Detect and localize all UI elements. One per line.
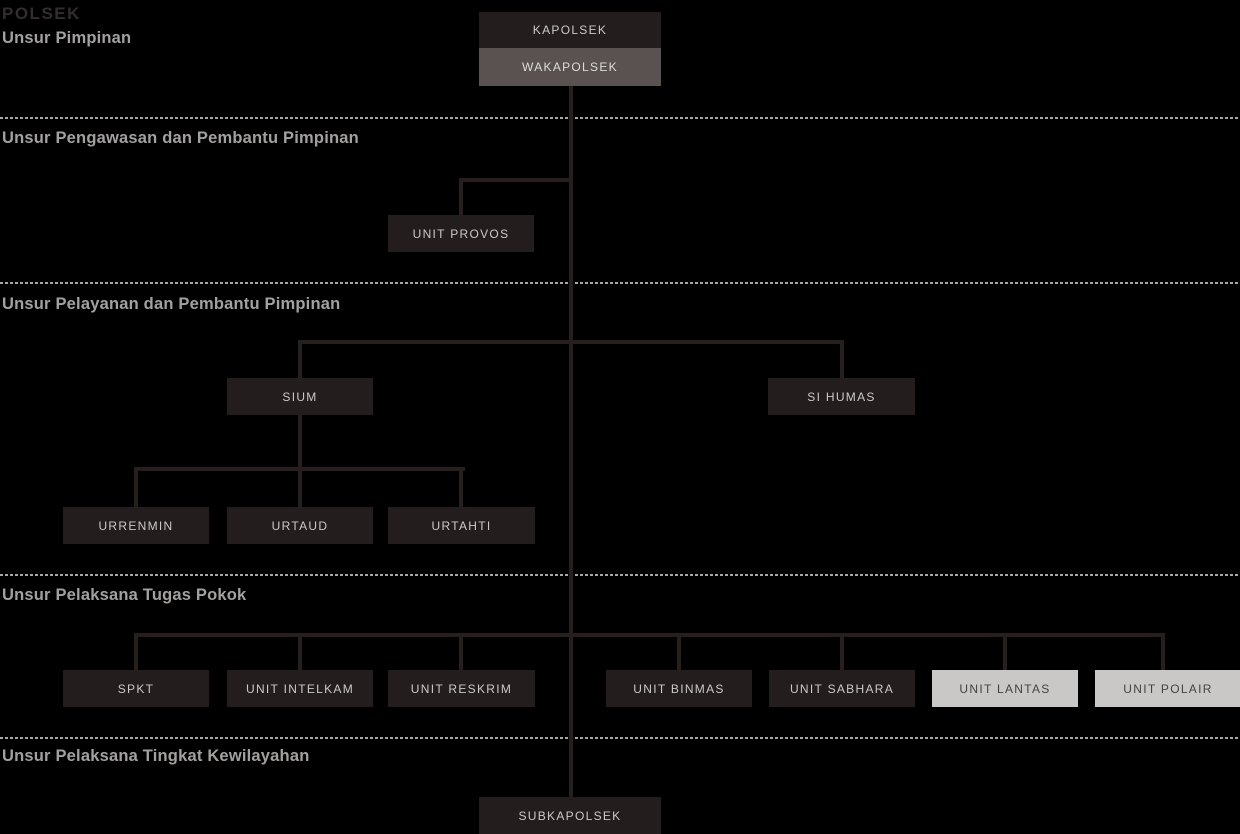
connector-sium-drop <box>298 340 302 378</box>
org-node-urtahti[interactable]: URTAHTI <box>388 507 535 544</box>
connector-intelkam-drop <box>298 633 302 670</box>
connector-lantas-drop <box>1003 633 1007 670</box>
org-node-unit-provos[interactable]: UNIT PROVOS <box>388 215 534 252</box>
section-divider <box>0 117 1240 119</box>
connector-sium-down <box>298 415 302 471</box>
connector-main-vertical <box>569 85 573 797</box>
org-node-unit-polair[interactable]: UNIT POLAIR <box>1095 670 1240 707</box>
org-node-unit-reskrim[interactable]: UNIT RESKRIM <box>388 670 535 707</box>
connector-services-horizontal <box>298 340 844 344</box>
section-heading-pengawasan: Unsur Pengawasan dan Pembantu Pimpinan <box>2 129 359 147</box>
connector-binmas-drop <box>677 633 681 670</box>
section-heading-tingkat-kewilayahan: Unsur Pelaksana Tingkat Kewilayahan <box>2 747 310 765</box>
page-title: POLSEK <box>2 4 81 23</box>
section-divider <box>0 282 1240 284</box>
org-node-urtaud[interactable]: URTAUD <box>227 507 373 544</box>
org-node-unit-sabhara[interactable]: UNIT SABHARA <box>769 670 915 707</box>
org-node-urrenmin[interactable]: URRENMIN <box>63 507 209 544</box>
section-heading-pimpinan: Unsur Pimpinan <box>2 29 132 47</box>
section-divider <box>0 574 1240 576</box>
section-heading-pelaksana-tugas: Unsur Pelaksana Tugas Pokok <box>2 586 247 604</box>
connector-sabhara-drop <box>840 633 844 670</box>
org-node-unit-binmas[interactable]: UNIT BINMAS <box>606 670 752 707</box>
connector-urrenmin-drop <box>134 467 138 507</box>
connector-urtahti-drop <box>459 467 463 507</box>
org-node-unit-intelkam[interactable]: UNIT INTELKAM <box>227 670 373 707</box>
org-node-subkapolsek[interactable]: SUBKAPOLSEK <box>479 797 661 834</box>
org-node-si-humas[interactable]: SI HUMAS <box>768 378 915 415</box>
org-node-unit-lantas[interactable]: UNIT LANTAS <box>932 670 1078 707</box>
org-node-spkt[interactable]: SPKT <box>63 670 209 707</box>
connector-urtaud-drop <box>298 467 302 507</box>
section-heading-pelayanan: Unsur Pelayanan dan Pembantu Pimpinan <box>2 295 341 313</box>
connector-provos-drop <box>459 178 463 215</box>
org-node-kapolsek[interactable]: KAPOLSEK <box>479 12 661 48</box>
connector-reskrim-drop <box>459 633 463 670</box>
connector-sihumas-drop <box>840 340 844 378</box>
connector-spkt-drop <box>134 633 138 670</box>
connector-provos-horizontal <box>461 178 571 182</box>
section-divider <box>0 737 1240 739</box>
connector-polair-drop <box>1161 633 1165 670</box>
connector-tasks-horizontal <box>134 633 1165 637</box>
org-node-wakapolsek[interactable]: WAKAPOLSEK <box>479 48 661 86</box>
org-node-sium[interactable]: SIUM <box>227 378 373 415</box>
